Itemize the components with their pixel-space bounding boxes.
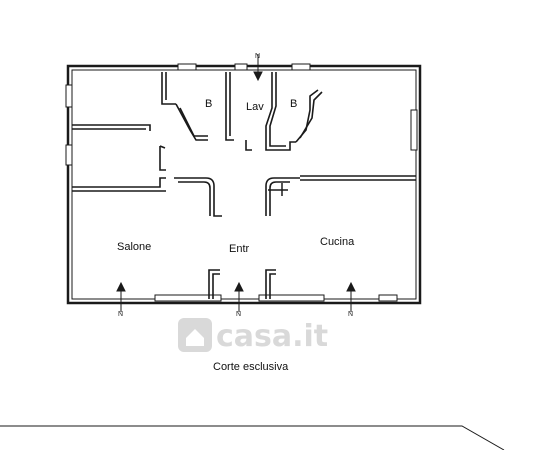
- entry-mark-right: N: [348, 311, 353, 318]
- property-boundary: [0, 425, 505, 450]
- entry-arrow-top: [253, 54, 263, 82]
- room-label-entrance: Entr: [229, 243, 250, 255]
- room-label-kitchen: Cucina: [320, 236, 355, 248]
- watermark-text: casa.it: [216, 319, 328, 354]
- room-label-bath-left: B: [205, 98, 212, 110]
- entry-mark-center: N: [236, 311, 241, 318]
- entry-arrow-left: [116, 281, 126, 312]
- windows: [65, 63, 418, 302]
- room-label-bath-right: B: [290, 98, 297, 110]
- house-logo-icon: [178, 318, 212, 352]
- entry-arrows: [116, 54, 356, 312]
- entry-marks: N N N N: [118, 53, 353, 318]
- entry-arrow-center: [234, 281, 244, 312]
- watermark: casa.it: [178, 318, 328, 354]
- outer-walls: [66, 64, 422, 305]
- entry-mark-top: N: [255, 53, 260, 60]
- room-label-laundry: Lav: [246, 101, 264, 113]
- room-label-living: Salone: [117, 241, 151, 253]
- outdoor-label: Corte esclusiva: [213, 361, 289, 373]
- wall-details: [268, 183, 288, 196]
- interior-walls: [72, 72, 416, 299]
- entry-arrow-right: [346, 281, 356, 312]
- entry-mark-left: N: [118, 311, 123, 318]
